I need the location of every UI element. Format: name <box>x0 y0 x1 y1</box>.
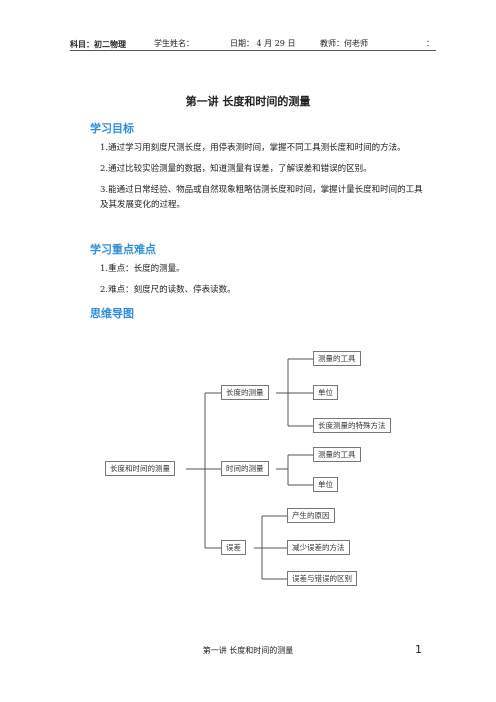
goal-item: 3.能通过日常经验、物品或自然现象粗略估测长度和时间，掌握计量长度和时间的工具及… <box>100 185 423 210</box>
page-header: 科目：初二物理 学生姓名： 日期： 4 月 29 日 教师：何老师 ： <box>70 38 436 52</box>
keypoints-list: 1.重点：长度的测量。 2.难点：刻度尺的读数、停表读数。 <box>90 262 426 298</box>
header-rule <box>70 50 436 51</box>
mindmap-leaf: 长度测量的特殊方法 <box>313 418 391 433</box>
goal-item: 1.通过学习用刻度尺测长度，用停表测时间，掌握不同工具测长度和时间的方法。 <box>100 143 406 153</box>
mindmap-leaf: 产生的原因 <box>287 508 335 523</box>
mindmap-leaf: 单位 <box>313 477 338 492</box>
header-teacher: 教师：何老师 <box>320 39 368 48</box>
mindmap-leaf: 测量的工具 <box>313 447 361 462</box>
mindmap-branch-time: 时间的测量 <box>221 461 269 476</box>
page-title: 第一讲 长度和时间的测量 <box>185 95 311 108</box>
mindmap-branch-length: 长度的测量 <box>221 385 269 400</box>
mindmap-branch-error: 误差 <box>221 540 246 555</box>
mindmap-leaf: 测量的工具 <box>313 351 361 366</box>
section-heading-keypoints: 学习重点难点 <box>90 243 156 256</box>
header-date: 日期： 4 月 29 日 <box>230 39 296 48</box>
page-number: 1 <box>415 643 422 656</box>
section-heading-goals: 学习目标 <box>90 122 134 135</box>
mindmap-leaf: 单位 <box>313 385 338 400</box>
header-student: 学生姓名： <box>154 39 194 48</box>
header-subject: 科目：初二物理 <box>70 39 126 49</box>
mindmap-leaf: 误差与错误的区别 <box>287 571 357 586</box>
goals-list: 1.通过学习用刻度尺测长度，用停表测时间，掌握不同工具测长度和时间的方法。 2.… <box>90 141 426 213</box>
goal-item: 2.通过比较实验测量的数据，知道测量有误差，了解误差和错误的区别。 <box>100 164 372 174</box>
mindmap-root: 长度和时间的测量 <box>105 461 175 476</box>
keypoint-item: 2.难点：刻度尺的读数、停表读数。 <box>100 285 236 295</box>
keypoint-item: 1.重点：长度的测量。 <box>100 264 185 274</box>
mindmap-leaf: 减少误差的方法 <box>287 540 350 555</box>
page-footer: 第一讲 长度和时间的测量 <box>202 646 294 655</box>
header-colon: ： <box>426 39 434 48</box>
section-heading-mindmap: 思维导图 <box>90 307 134 320</box>
